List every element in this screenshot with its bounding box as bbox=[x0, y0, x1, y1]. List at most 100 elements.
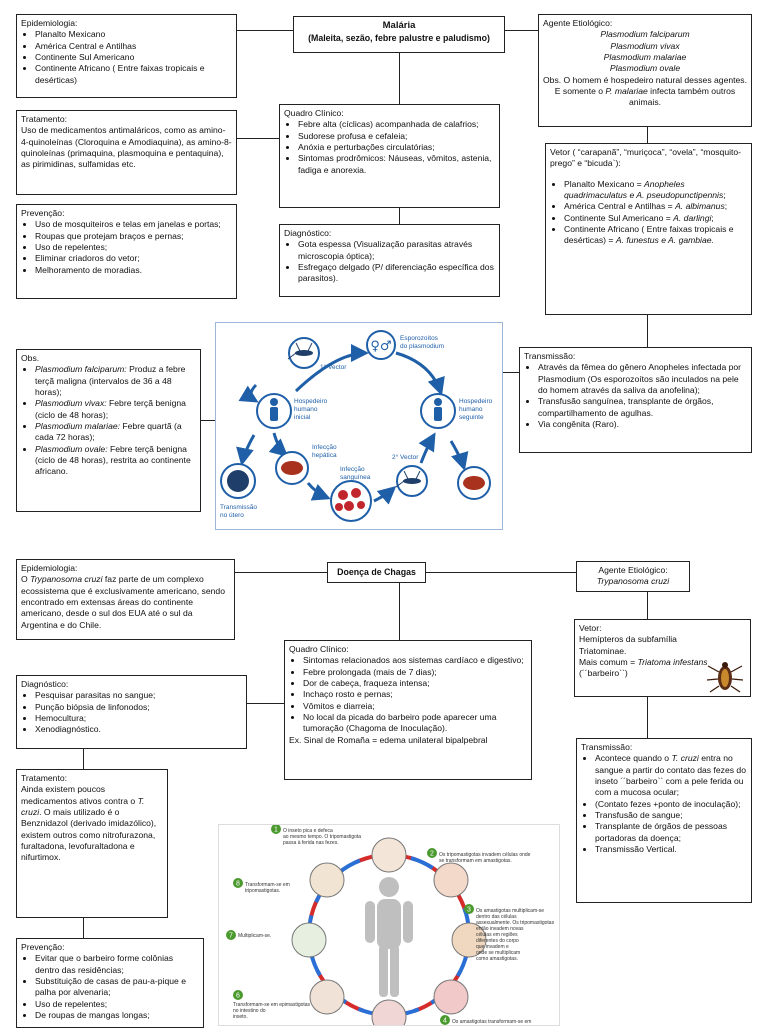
step-number: 8 bbox=[236, 881, 240, 888]
species-name: Plasmodium vivax bbox=[610, 40, 680, 51]
section-header: Transmissão: bbox=[524, 351, 576, 361]
list-item: Plasmodium falciparum: Produz a febre te… bbox=[35, 364, 196, 398]
step-label: dentro das células bbox=[476, 914, 517, 920]
cycle-arrow bbox=[238, 383, 259, 403]
list-item: Inchaço rosto e pernas; bbox=[303, 689, 527, 700]
agente-obs: Obs. O homem é hospedeiro natural desses… bbox=[543, 75, 747, 108]
step-number: 1 bbox=[274, 827, 278, 834]
label-esporozoitos-1: Esporozoítos bbox=[400, 335, 439, 342]
esporozoitos-circle bbox=[366, 330, 396, 360]
stage-multiply-vector-circle bbox=[291, 922, 327, 958]
person-icon bbox=[434, 398, 442, 421]
label-vetor1: 1° Vector bbox=[320, 363, 347, 371]
quadro-list: Sintomas relacionados aos sistemas cardí… bbox=[289, 655, 527, 734]
malaria-transmissao-box: Transmissão: Através da fêmea do gênero … bbox=[519, 347, 752, 453]
label-hosp-inicial-1: Hospedeiro bbox=[294, 398, 328, 405]
malaria-epidemiologia-box: Epidemiologia: Planalto Mexicano América… bbox=[16, 14, 237, 98]
connector-line bbox=[647, 315, 648, 347]
connector-line bbox=[399, 52, 400, 104]
connector-line bbox=[237, 138, 279, 139]
list-item: Sintomas relacionados aos sistemas cardí… bbox=[303, 655, 527, 666]
step-label: como amastigotas. bbox=[476, 956, 518, 962]
prevencao-list: Evitar que o barbeiro forme colônias den… bbox=[21, 953, 199, 1021]
section-header: Quadro Clínico: bbox=[284, 108, 344, 118]
diagnostico-list: Gota espessa (Visualização parasitas atr… bbox=[284, 239, 495, 284]
list-item: Continente Sul Americano bbox=[35, 52, 232, 63]
step-label: Os tripomastigotas invadem células onde bbox=[439, 852, 531, 858]
step-label: que invadem e bbox=[476, 944, 509, 950]
chagas-title-box: Doença de Chagas bbox=[327, 562, 426, 583]
connector-line bbox=[83, 749, 84, 769]
chagas-title: Doença de Chagas bbox=[337, 567, 416, 577]
cycle-arrow bbox=[306, 482, 331, 501]
list-item: Substituição de casas de pau-a-pique e p… bbox=[35, 976, 199, 999]
list-item: América Central e Antilhas = A. albimanu… bbox=[564, 201, 747, 212]
chagas-vetor-box: Vetor: Hemípteros da subfamília Triatomi… bbox=[574, 619, 751, 697]
list-item: Roupas que protejam braços e pernas; bbox=[35, 231, 232, 242]
connector-line bbox=[505, 30, 538, 31]
list-item: Através da fêmea do gênero Anopheles inf… bbox=[538, 362, 747, 396]
stage-bite-circle bbox=[371, 837, 407, 873]
step-number: 3 bbox=[467, 907, 471, 914]
step-number: 2 bbox=[430, 851, 434, 858]
malaria-vetor-box: Vetor ( “carapanã”, “muriçoca”, “ovela”,… bbox=[545, 143, 752, 315]
step-badge-4 bbox=[440, 1015, 450, 1025]
transmissao-list: Através da fêmea do gênero Anopheles inf… bbox=[524, 362, 747, 430]
list-item: Melhoramento de moradias. bbox=[35, 265, 232, 276]
prevencao-list: Uso de mosquiteiros e telas em janelas e… bbox=[21, 219, 232, 276]
chagas-prevencao-box: Prevenção: Evitar que o barbeiro forme c… bbox=[16, 938, 204, 1028]
vetor-common: Mais comum = Triatoma infestans bbox=[579, 657, 708, 668]
tratamento-text: Uso de medicamentos antimaláricos, como … bbox=[21, 125, 232, 170]
obs-list: Plasmodium falciparum: Produz a febre te… bbox=[21, 364, 196, 477]
step-label: onde se multiplicam bbox=[476, 950, 520, 956]
section-header: Diagnóstico: bbox=[284, 228, 332, 238]
species-name: Trypanosoma cruzi bbox=[596, 576, 670, 587]
list-item: Continente Africano ( Entre faixas tropi… bbox=[35, 63, 232, 86]
section-header: Agente Etiológico: bbox=[598, 565, 668, 575]
list-item: América Central e Antilhas bbox=[35, 41, 232, 52]
list-item: De roupas de mangas longas; bbox=[35, 1010, 199, 1021]
cycle-arrow bbox=[294, 344, 369, 393]
species-name: Plasmodium malariae bbox=[603, 52, 687, 63]
vetor-list: Planalto Mexicano = Anopheles quadrimacu… bbox=[550, 179, 747, 247]
list-item: Plasmodium vivax: Febre terçã benigna (c… bbox=[35, 398, 196, 421]
label-inf-sanguinea-2: sanguínea bbox=[340, 474, 371, 481]
chagas-tratamento-box: Tratamento: Ainda existem poucos medicam… bbox=[16, 769, 168, 918]
step-label: Transformam-se em epimastigotas bbox=[233, 1002, 311, 1008]
connector-line bbox=[399, 208, 400, 224]
section-header: Tratamento: bbox=[21, 114, 68, 124]
label-hosp-inicial-3: inicial bbox=[294, 414, 311, 421]
stage-tripomastigota-circle bbox=[309, 862, 345, 898]
malaria-tratamento-box: Tratamento: Uso de medicamentos antimalá… bbox=[16, 110, 237, 195]
step-label: Os amastigotas transformam-se em bbox=[452, 1019, 531, 1025]
list-item: Uso de mosquiteiros e telas em janelas e… bbox=[35, 219, 232, 230]
liver-icon bbox=[463, 476, 485, 490]
list-item: Esfregaço delgado (P/ diferenciação espe… bbox=[298, 262, 495, 285]
vetor-text: Hemípteros da subfamília Triatominae. bbox=[579, 634, 677, 656]
step-label: inseto. bbox=[233, 1014, 248, 1020]
section-header: Agente Etiológico: bbox=[543, 18, 613, 28]
connector-line bbox=[237, 30, 293, 31]
label-inf-hepatica-1: Infecção bbox=[312, 444, 337, 451]
malaria-agente-box: Agente Etiológico: Plasmodium falciparum… bbox=[538, 14, 752, 127]
malaria-diagnostico-box: Diagnóstico: Gota espessa (Visualização … bbox=[279, 224, 500, 297]
step-label: no intestino do bbox=[233, 1008, 266, 1014]
cycle-arrow bbox=[418, 432, 436, 464]
step-label: O inseto pica e defeca bbox=[283, 828, 333, 834]
connector-line bbox=[399, 582, 400, 640]
list-item: Febre alta (cíclicas) acompanhada de cal… bbox=[298, 119, 495, 130]
step-label: tripomastigotas. bbox=[245, 888, 280, 894]
step-label: se transformam em amastigotas. bbox=[439, 858, 512, 864]
connector-line bbox=[647, 592, 648, 619]
epidemiologia-text: O Trypanosoma cruzi faz parte de um comp… bbox=[21, 574, 225, 630]
step-label: diferentes do corpo bbox=[476, 938, 519, 944]
step-label: Os amastigotas multiplicam-se bbox=[476, 908, 544, 914]
list-item: Gota espessa (Visualização parasitas atr… bbox=[298, 239, 495, 262]
list-item: Eliminar criadoros do vetor; bbox=[35, 253, 232, 264]
connector-line bbox=[235, 572, 327, 573]
cycle-arrow bbox=[268, 432, 289, 457]
step-badge-6 bbox=[233, 990, 243, 1000]
human-silhouette-icon bbox=[365, 877, 413, 997]
chagas-cycle-svg: 1 2 3 4 6 7 8 O inseto pica e defeca ao … bbox=[226, 825, 555, 1025]
list-item: Sintomas prodrômicos: Náuseas, vômitos, … bbox=[298, 153, 495, 176]
